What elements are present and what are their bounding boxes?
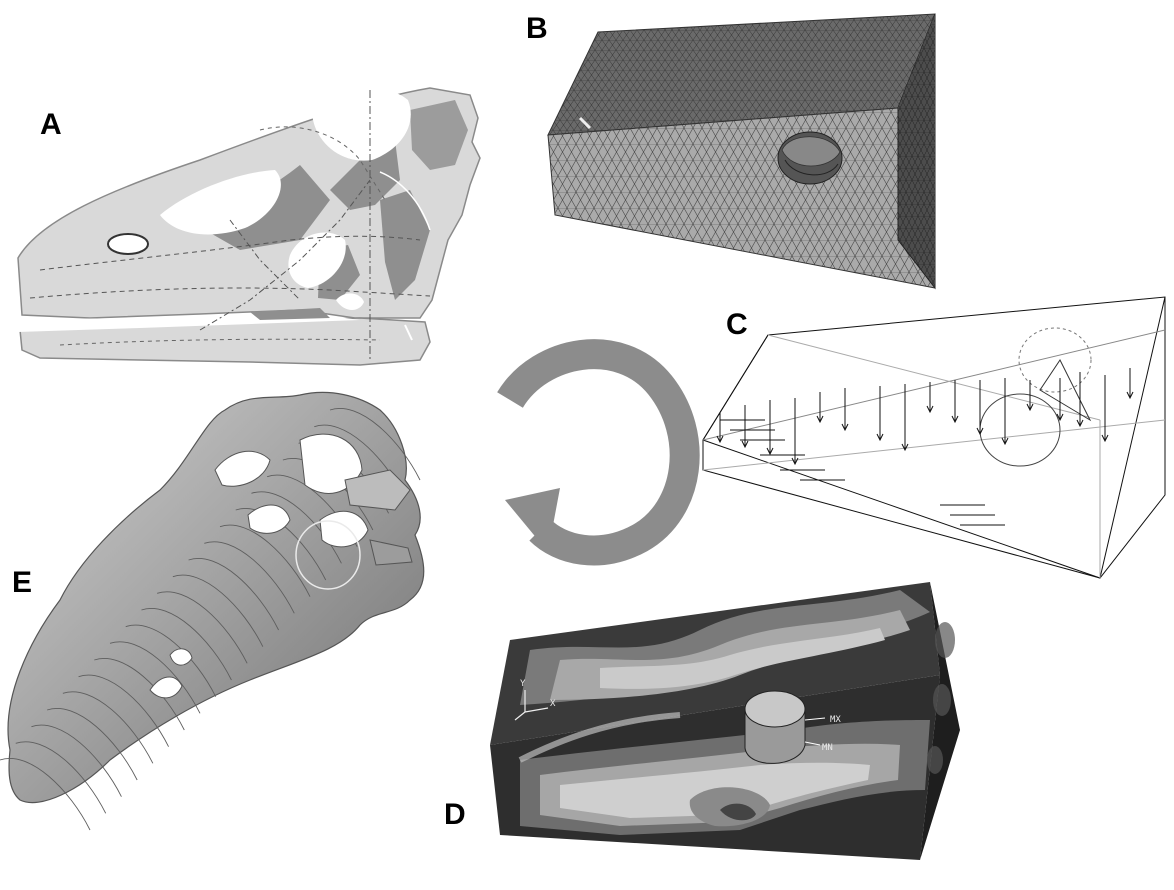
stress-contour-block: MX MN Y X [490, 582, 960, 860]
load-vectors [717, 368, 1133, 525]
solid-skull-model [0, 392, 424, 830]
mesh-block [548, 14, 935, 288]
axis-y-label: Y [520, 679, 526, 689]
axis-x-label: X [550, 699, 556, 709]
skull-drawing [15, 88, 480, 365]
min-marker: MN [822, 743, 833, 753]
wireframe-load-model [703, 297, 1165, 578]
max-marker: MX [830, 715, 841, 725]
cycle-arrow [505, 354, 685, 552]
